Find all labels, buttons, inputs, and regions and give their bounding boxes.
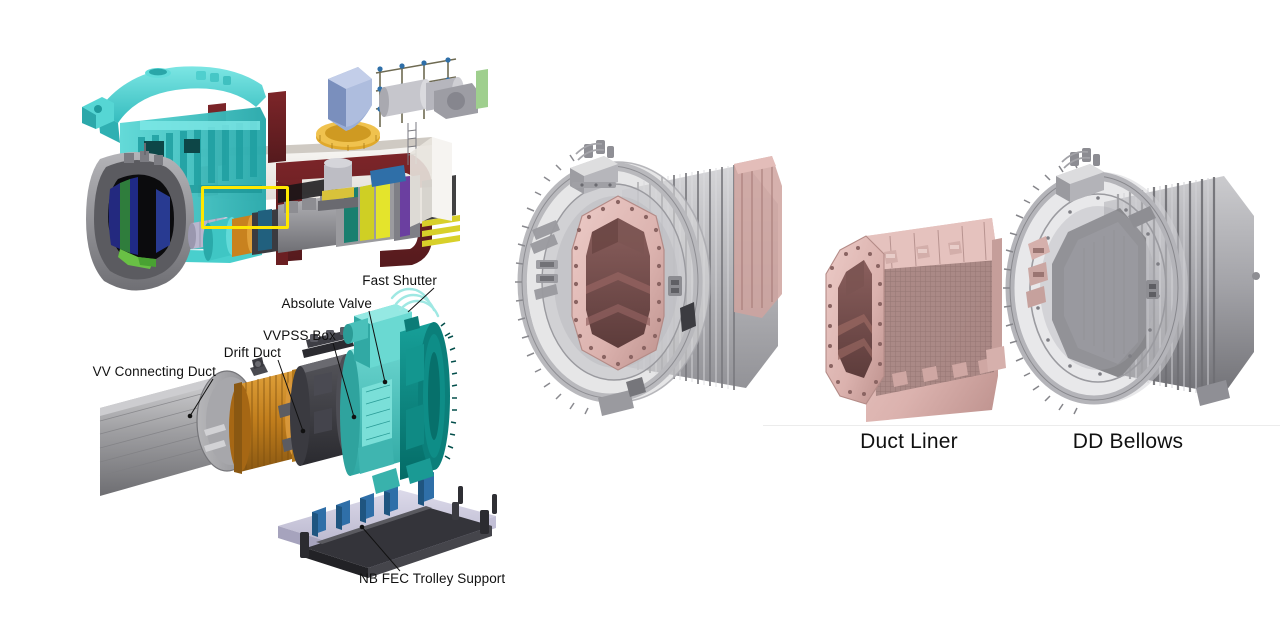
- label-fast-shutter: Fast Shutter: [362, 273, 437, 288]
- caption-divider: [763, 425, 1280, 426]
- full-assembly-item: [515, 140, 782, 416]
- bellows-top-fitting: [1056, 148, 1104, 202]
- dd-bellows-item: [1003, 148, 1260, 415]
- region-of-interest-box: [201, 186, 289, 229]
- tokamak-cutaway-panel: [80, 45, 488, 291]
- exploded-view-graphic: [515, 140, 1260, 422]
- label-drift-duct: Drift Duct: [223, 345, 281, 360]
- top-fitting: [570, 140, 618, 194]
- label-vv-connecting-duct: VV Connecting Duct: [92, 364, 216, 379]
- tokamak-cutaway-graphic: [82, 57, 488, 291]
- caption-duct-liner: Duct Liner: [860, 430, 958, 453]
- label-vvpss-box: VVPSS Box: [263, 328, 336, 343]
- exploded-view-panel: [510, 130, 1280, 450]
- duct-liner-item: [825, 218, 1006, 422]
- label-nb-fec-trolley-support: NB FEC Trolley Support: [359, 571, 506, 586]
- liner-flange: [571, 195, 665, 371]
- label-absolute-valve: Absolute Valve: [281, 296, 372, 311]
- caption-dd-bellows: DD Bellows: [1072, 430, 1184, 453]
